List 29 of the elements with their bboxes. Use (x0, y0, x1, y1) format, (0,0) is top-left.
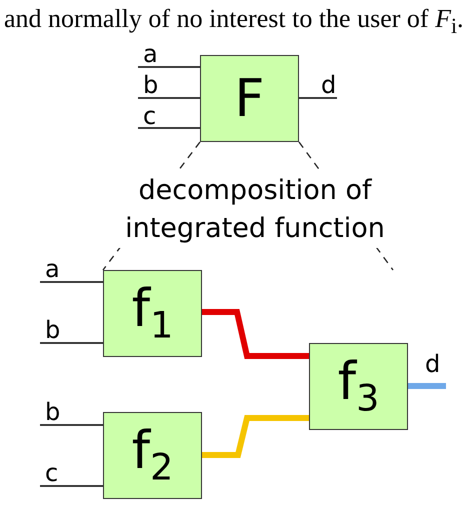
function-name: f$_{2}$ (132, 425, 174, 486)
caption-text: and normally of no interest to the user of F$_{i}$. (4, 3, 464, 40)
signal-name: a (143, 42, 158, 66)
colored-wire (202, 309, 309, 359)
signal-line (40, 485, 103, 487)
signal-name: b (143, 73, 158, 97)
signal-name: c (143, 104, 156, 128)
function-block (309, 343, 408, 430)
signal-line (40, 342, 103, 344)
signal-name: d (321, 73, 336, 97)
signal-name: a (45, 257, 60, 281)
function-block (103, 270, 202, 357)
signal-name: b (45, 400, 60, 424)
signal-line (40, 281, 103, 283)
signal-line (138, 66, 200, 68)
signal-line (299, 97, 337, 99)
function-name: f$_{1}$ (132, 283, 174, 344)
signal-line (138, 127, 200, 129)
function-block (200, 55, 299, 142)
signal-name: d (425, 352, 440, 376)
function-block (103, 412, 202, 499)
signal-line (40, 424, 103, 426)
function-name: f$_{3}$ (338, 356, 380, 417)
signal-name: b (45, 318, 60, 342)
function-name: F (234, 72, 264, 124)
signal-name: c (45, 461, 58, 485)
colored-wire (202, 415, 309, 458)
signal-line (138, 97, 200, 99)
colored-wire (408, 383, 446, 389)
